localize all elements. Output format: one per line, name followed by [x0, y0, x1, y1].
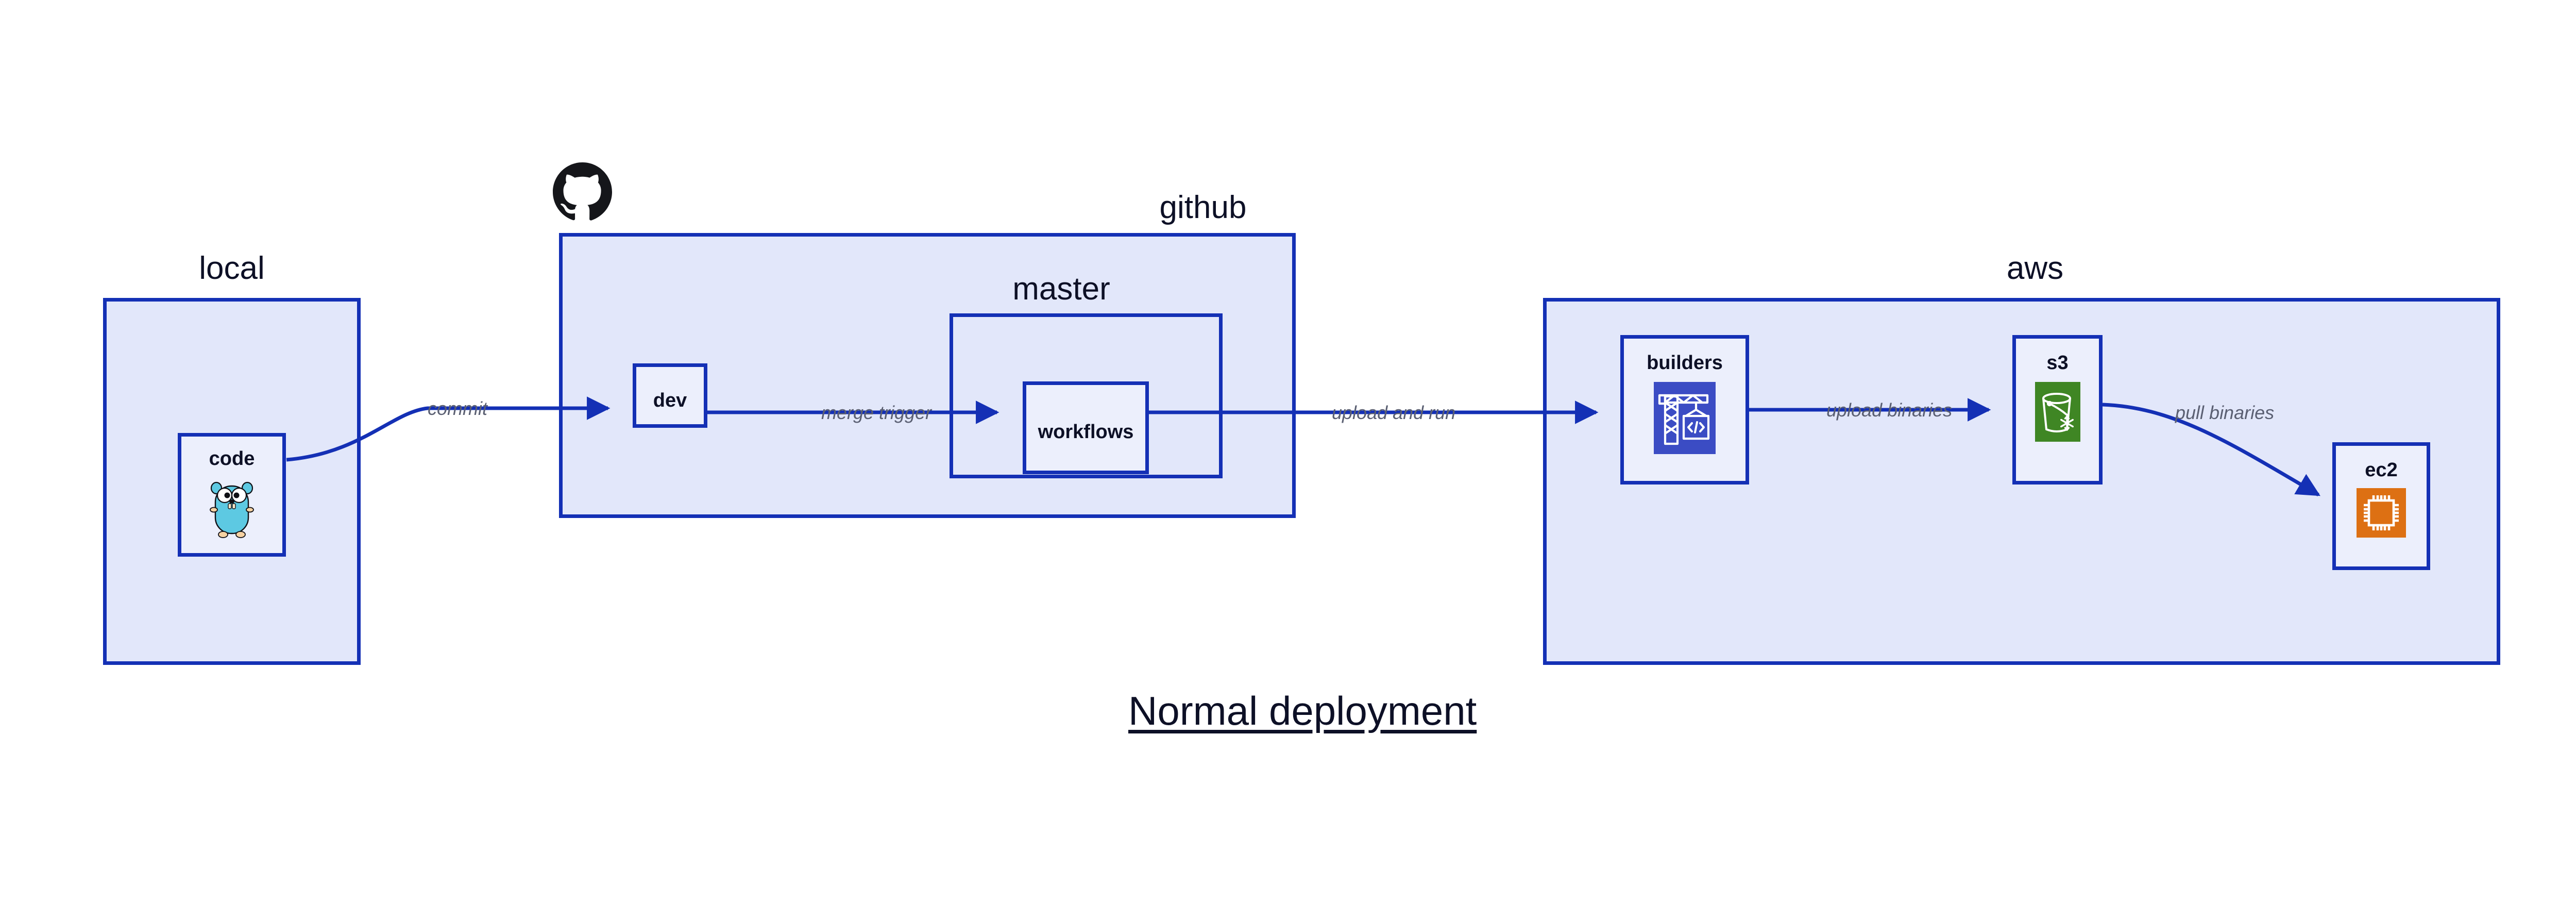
- node-ec2[interactable]: ec2: [2332, 442, 2430, 570]
- node-code[interactable]: code: [178, 433, 286, 557]
- diagram-title: Normal deployment: [1128, 688, 1477, 733]
- node-label-ec2: ec2: [2365, 459, 2398, 481]
- edge-label-merge-trigger: merge trigger: [821, 402, 932, 423]
- container-label-aws: aws: [2006, 250, 2064, 286]
- node-workflows[interactable]: workflows: [1023, 381, 1149, 474]
- aws-s3-glacier-bucket-icon: [2035, 382, 2080, 442]
- edge-label-pull-binaries: pull binaries: [2175, 402, 2275, 423]
- edge-label-commit: commit: [428, 398, 487, 419]
- node-builders[interactable]: builders: [1620, 335, 1749, 485]
- node-s3[interactable]: s3: [2012, 335, 2103, 485]
- edge-label-upload-binaries: upload binaries: [1826, 399, 1953, 421]
- node-label-s3: s3: [2046, 352, 2069, 374]
- node-label-builders: builders: [1647, 352, 1723, 374]
- node-label-dev: dev: [653, 390, 687, 411]
- node-label-code: code: [209, 448, 255, 470]
- container-label-master: master: [1012, 271, 1110, 307]
- aws-codebuild-crane-icon: [1654, 382, 1716, 454]
- aws-ec2-chip-icon: [2357, 488, 2406, 538]
- go-gopher-icon: [204, 477, 260, 541]
- github-octocat-logo: [550, 160, 615, 224]
- node-dev[interactable]: dev: [633, 363, 707, 428]
- node-label-workflows: workflows: [1038, 421, 1134, 443]
- container-label-local: local: [199, 250, 265, 286]
- edge-label-upload-and-run: upload and run: [1332, 402, 1456, 423]
- container-label-github: github: [1159, 190, 1247, 225]
